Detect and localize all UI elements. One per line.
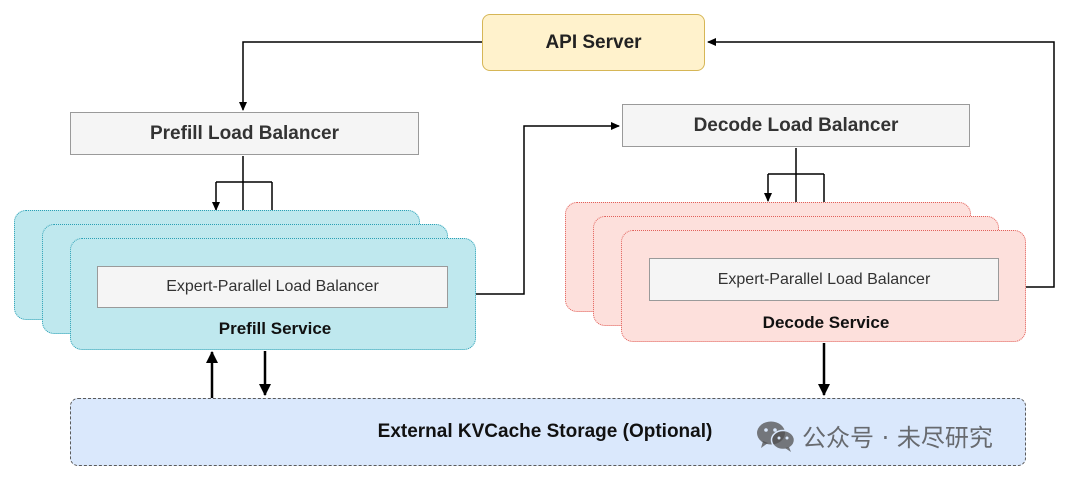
prefill-load-balancer-label: Prefill Load Balancer	[149, 122, 339, 144]
prefill-expert-parallel-lb-label: Expert-Parallel Load Balancer	[166, 278, 379, 295]
kvcache-storage-label: External KVCache Storage (Optional)	[377, 421, 713, 442]
decode-load-balancer-label: Decode Load Balancer	[693, 114, 899, 136]
kvcache-storage-node	[70, 398, 1026, 466]
wechat-icon	[757, 421, 796, 452]
prefill-expert-parallel-lb: Expert-Parallel Load Balancer	[97, 266, 448, 308]
watermark-text: 公众号 · 未尽研究	[802, 424, 993, 452]
prefill-service-label: Prefill Service	[218, 319, 332, 338]
edge-api-to-prefill-lb	[239, 41, 482, 111]
decode-load-balancer-node: Decode Load Balancer	[622, 104, 970, 147]
decode-expert-parallel-lb: Expert-Parallel Load Balancer	[649, 258, 999, 301]
prefill-load-balancer-node: Prefill Load Balancer	[70, 112, 419, 155]
api-server-label: API Server	[545, 31, 642, 53]
edge-decode-to-api	[707, 38, 1055, 288]
edge-prefill-to-decode-lb	[476, 122, 620, 295]
decode-expert-parallel-lb-label: Expert-Parallel Load Balancer	[717, 270, 931, 288]
api-server-node: API Server	[482, 14, 705, 71]
watermark: 公众号 · 未尽研究	[756, 418, 993, 453]
decode-service-label: Decode Service	[762, 313, 890, 332]
